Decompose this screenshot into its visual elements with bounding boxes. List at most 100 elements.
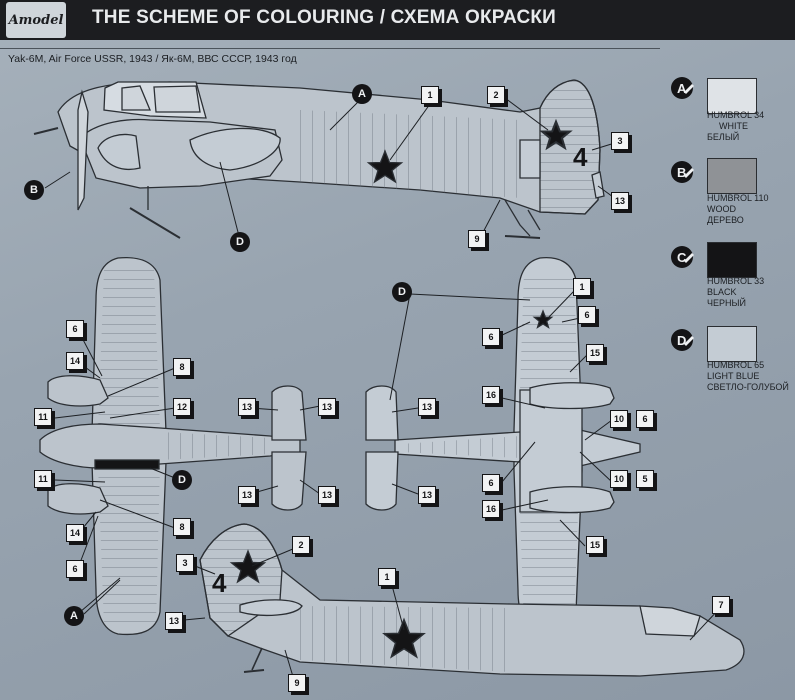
callout-9: 9: [288, 674, 309, 695]
callout-11: 11: [34, 408, 55, 429]
side-number-bottom: 4: [212, 568, 227, 598]
callout-number: 8: [173, 518, 191, 536]
aircraft-caption: Yak-6M, Air Force USSR, 1943 / Як-6М, ВВ…: [8, 53, 297, 65]
paint-name-ru-d: СВЕТЛО-ГОЛУБОЙ: [707, 382, 789, 392]
callout-3: 3: [611, 132, 632, 153]
paint-callout-a: A: [64, 606, 84, 626]
callout-1: 1: [378, 568, 399, 589]
side-view-right: [199, 523, 745, 677]
callout-number: 1: [573, 278, 591, 296]
callout-number: 10: [610, 410, 628, 428]
wing-ribs-under-top: [520, 272, 578, 390]
paint-callout-d: D: [172, 470, 192, 490]
callout-number: 8: [173, 358, 191, 376]
callout-6: 6: [482, 474, 503, 495]
callout-6: 6: [482, 328, 503, 349]
callout-5: 5: [636, 470, 657, 491]
callout-15: 15: [586, 536, 607, 557]
paint-name-ru-c: ЧЕРНЫЙ: [707, 298, 746, 308]
callout-number: 15: [586, 344, 604, 362]
svg-text:A: A: [677, 81, 687, 96]
callout-number: 6: [482, 474, 500, 492]
callout-number: 9: [288, 674, 306, 692]
page-title: THE SCHEME OF COLOURING / СХЕМА ОКРАСКИ: [92, 7, 557, 28]
callout-number: 16: [482, 500, 500, 518]
plan-view-bottom: [365, 256, 641, 636]
paint-name-ru-b: ДЕРЕВО: [707, 215, 744, 225]
callout-3: 3: [176, 554, 197, 575]
callout-number: 2: [487, 86, 505, 104]
callout-number: 13: [238, 486, 256, 504]
swatch-light-blue: [707, 326, 757, 362]
paint-callout-a: A: [352, 84, 372, 104]
callout-number: 13: [318, 398, 336, 416]
callout-number: 12: [173, 398, 191, 416]
callout-13: 13: [238, 486, 259, 507]
legend-badge-b: B: [670, 160, 696, 186]
wing-ribs-under-bottom: [520, 512, 578, 625]
callout-number: 13: [238, 398, 256, 416]
callout-15: 15: [586, 344, 607, 365]
callout-number: 5: [636, 470, 654, 488]
callout-number: 16: [482, 386, 500, 404]
swatch-black: [707, 242, 757, 278]
callout-number: 1: [421, 86, 439, 104]
callout-14: 14: [66, 524, 87, 545]
callout-14: 14: [66, 352, 87, 373]
callout-13: 13: [238, 398, 259, 419]
callout-10: 10: [610, 470, 631, 491]
legend-badge-a: A: [670, 76, 696, 102]
swatch-white: [707, 78, 757, 114]
callout-13: 13: [165, 612, 186, 633]
paint-code-a: HUMBROL 34: [707, 110, 765, 120]
svg-text:C: C: [677, 250, 687, 265]
callout-1: 1: [573, 278, 594, 299]
callout-number: 14: [66, 352, 84, 370]
callout-1: 1: [421, 86, 442, 107]
callout-number: 6: [482, 328, 500, 346]
svg-text:D: D: [677, 333, 686, 348]
callout-13: 13: [418, 398, 439, 419]
callout-6: 6: [66, 560, 87, 581]
callout-number: 11: [34, 408, 52, 426]
callout-number: 9: [468, 230, 486, 248]
callout-12: 12: [173, 398, 194, 419]
callout-number: 13: [318, 486, 336, 504]
wing-ribs-bottom: [98, 464, 160, 625]
fin-ribs-side: [539, 79, 601, 215]
callout-number: 13: [165, 612, 183, 630]
callout-number: 15: [586, 536, 604, 554]
callout-8: 8: [173, 518, 194, 539]
callout-number: 3: [611, 132, 629, 150]
callout-10: 10: [610, 410, 631, 431]
callout-8: 8: [173, 358, 194, 379]
callout-16: 16: [482, 386, 503, 407]
fuselage-ribs-under: [400, 436, 520, 458]
callout-13: 13: [318, 398, 339, 419]
callout-number: 13: [418, 398, 436, 416]
callout-7: 7: [712, 596, 733, 617]
paint-code-d: HUMBROL 65: [707, 360, 765, 370]
callout-13: 13: [611, 192, 632, 213]
legend-badge-d: D: [670, 328, 696, 354]
side-view-left: [33, 79, 605, 239]
callout-number: 1: [378, 568, 396, 586]
fuselage-ribs-top: [160, 432, 270, 460]
fuselage-ribs-side: [300, 110, 520, 198]
callout-6: 6: [66, 320, 87, 341]
callout-number: 6: [66, 320, 84, 338]
swatch-wood: [707, 158, 757, 194]
callout-9: 9: [468, 230, 489, 251]
callout-2: 2: [487, 86, 508, 107]
svg-text:B: B: [677, 165, 686, 180]
callout-13: 13: [318, 486, 339, 507]
paint-callout-b: B: [24, 180, 44, 200]
callout-number: 13: [418, 486, 436, 504]
paint-name-en-d: LIGHT BLUE: [707, 371, 760, 381]
legend-badge-c: C: [670, 245, 696, 271]
paint-name-en-b: WOOD: [707, 204, 736, 214]
header-bar: Amodel THE SCHEME OF COLOURING / СХЕМА О…: [0, 0, 795, 40]
callout-16: 16: [482, 500, 503, 521]
callout-number: 6: [66, 560, 84, 578]
